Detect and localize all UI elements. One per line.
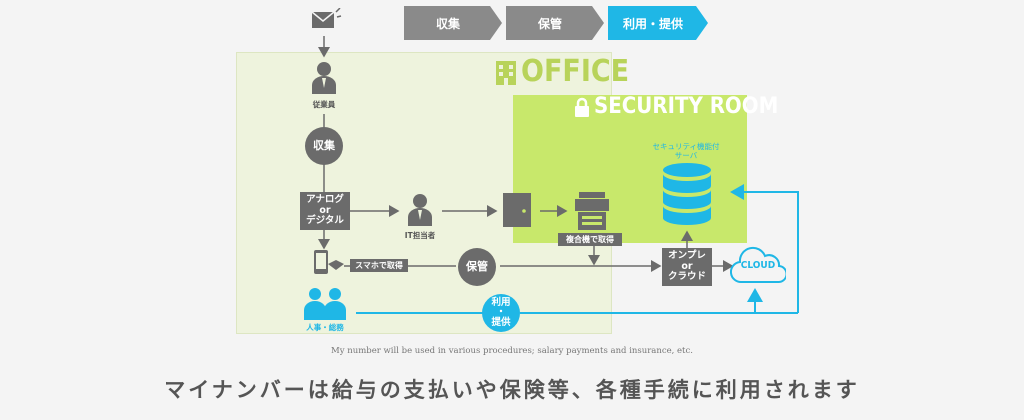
- store-node: 保管: [458, 248, 496, 286]
- lock-icon: [575, 97, 589, 117]
- people-icon: [304, 288, 346, 320]
- it-staff-icon: [408, 194, 432, 226]
- smartphone-icon: [314, 250, 344, 274]
- collect-node-label: 収集: [313, 139, 335, 153]
- step-collect-label: 収集: [435, 16, 460, 31]
- provide-label: 提供: [491, 316, 511, 328]
- security-room-title: SECURITY ROOM: [574, 94, 778, 119]
- analog-or-digital-node: アナログ or デジタル: [300, 192, 350, 230]
- step-store: 保管: [506, 6, 604, 40]
- onprem-label: オンプレ: [668, 249, 706, 261]
- smartphone-label-text: スマホで取得: [355, 260, 403, 270]
- step-collect: 収集: [404, 6, 502, 40]
- copier-label: 複合機で取得: [558, 233, 622, 246]
- headline: マイナンバーは給与の支払いや保険等、各種手続に利用されます: [164, 378, 860, 402]
- use-label: 利用: [491, 297, 511, 309]
- step-store-label: 保管: [537, 16, 562, 31]
- onprem-or-cloud-node: オンプレ or クラウド: [662, 248, 712, 286]
- employee-label: 従業員: [312, 100, 336, 109]
- office-title-text: OFFICE: [521, 54, 630, 89]
- security-room-title-text: SECURITY ROOM: [594, 94, 779, 119]
- step-use-label: 利用・提供: [622, 16, 683, 31]
- or2-label: or: [681, 260, 693, 272]
- step-use: 利用・提供: [608, 6, 708, 40]
- digital-label: デジタル: [306, 215, 344, 227]
- or-label: or: [319, 204, 331, 216]
- server-label: セキュリティ機能付 サーバ: [636, 142, 736, 161]
- cloud-label: CLOUD: [740, 260, 776, 271]
- person-icon: [312, 62, 336, 94]
- arrow-to-server: [730, 184, 799, 313]
- dot-label: ・: [496, 307, 506, 319]
- smartphone-label: スマホで取得: [350, 259, 408, 272]
- office-title: OFFICE: [495, 54, 629, 89]
- hr-label: 人事・総務: [306, 323, 344, 332]
- cloud-jp-label: クラウド: [667, 271, 706, 283]
- building-icon: [496, 60, 516, 85]
- use-provide-node: 利用 ・ 提供: [482, 294, 520, 332]
- door-icon: [503, 193, 531, 227]
- collect-node: 収集: [305, 127, 343, 165]
- caption: My number will be used in various proced…: [331, 346, 693, 356]
- copier-icon: [575, 192, 609, 230]
- copier-label-text: 複合機で取得: [566, 234, 614, 244]
- cloud-icon: CLOUD: [730, 244, 786, 284]
- envelope-icon: [311, 8, 342, 28]
- database-icon: [663, 163, 711, 225]
- store-node-label: 保管: [466, 260, 488, 274]
- analog-label: アナログ: [306, 193, 344, 205]
- it-staff-label: IT担当者: [404, 231, 436, 240]
- server-label-line1: セキュリティ機能付: [652, 142, 720, 151]
- server-label-line2: サーバ: [674, 151, 698, 161]
